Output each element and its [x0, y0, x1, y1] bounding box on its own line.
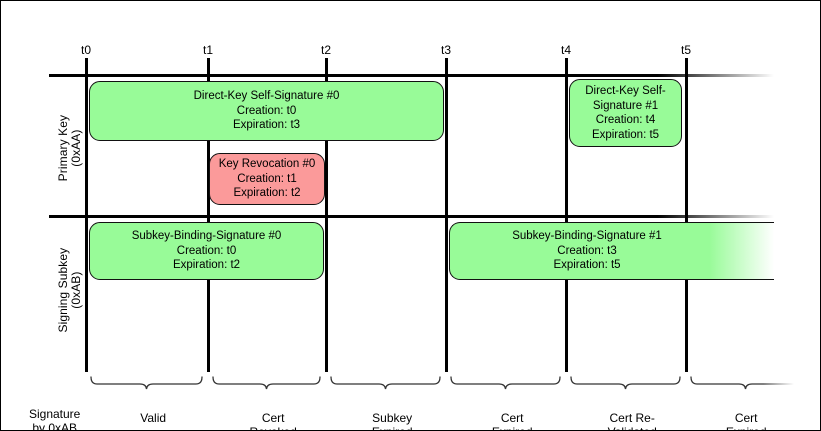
- signature-box-expiration: Expiration: t5: [553, 259, 621, 272]
- tick-label-t0: t0: [80, 43, 91, 57]
- row-label-signing-subkey-line2: (0xAB): [69, 271, 83, 309]
- signature-box-subkey-binding-signature-0[interactable]: Subkey-Binding-Signature #0 Creation: t0…: [89, 222, 324, 280]
- tick-line-t0: [85, 58, 88, 372]
- legend-label-cert-revalidated: Cert Re- Validated: [570, 397, 681, 430]
- signature-box-creation: Creation: t1: [237, 172, 297, 185]
- row-label-primary-key-line2: (0xAA): [69, 129, 83, 167]
- legend-bracket-cert-revoked: [212, 376, 321, 390]
- legend-label-valid: Valid: [90, 397, 203, 430]
- tick-line-t3: [445, 58, 448, 372]
- signature-box-title: Direct-Key Self-Signature #0: [193, 90, 340, 103]
- tick-line-t4: [565, 58, 568, 372]
- legend-label-cert-revoked: Cert Revoked: [212, 397, 321, 430]
- legend-label-line1: Valid: [140, 411, 167, 425]
- row-label-signing-subkey-line1: Signing Subkey: [56, 247, 70, 333]
- legend-bracket-valid: [90, 376, 203, 390]
- legend-label-cert-expired-1: Cert Expired: [450, 397, 561, 430]
- tick-label-t2: t2: [320, 43, 331, 57]
- signature-box-creation: Creation: t4: [595, 114, 656, 126]
- legend-label-line1: Subkey: [372, 411, 413, 425]
- row-label-primary-key-line1: Primary Key: [56, 114, 70, 182]
- signature-box-expiration: Expiration: t2: [233, 187, 301, 200]
- legend-label-line1: Cert: [734, 411, 758, 425]
- signature-box-title-line2: Signature #1: [592, 99, 659, 112]
- tick-label-t3: t3: [440, 43, 451, 57]
- legend-title-line1: Signature: [28, 407, 81, 421]
- tick-label-t1: t1: [202, 43, 213, 57]
- signature-box-creation: Creation: t0: [236, 104, 297, 117]
- legend-label-line2: Expired: [726, 425, 767, 430]
- signature-box-creation: Creation: t3: [557, 244, 617, 257]
- signature-box-expiration: Expiration: t3: [232, 119, 301, 132]
- tick-label-t5: t5: [680, 43, 691, 57]
- legend-bracket-cert-expired-1: [450, 376, 561, 390]
- legend-label-line2: Expired: [492, 425, 533, 430]
- signature-box-title-line1: Direct-Key Self-: [585, 85, 666, 97]
- legend-label-subkey-expired: Subkey Expired: [330, 397, 441, 430]
- signature-box-expiration: Expiration: t2: [172, 259, 241, 272]
- signature-box-title: Subkey-Binding-Signature #1: [512, 230, 662, 243]
- signature-box-direct-key-self-signature-0[interactable]: Direct-Key Self-Signature #0 Creation: t…: [89, 81, 444, 141]
- signature-box-title: Subkey-Binding-Signature #0: [131, 230, 282, 243]
- primary-key-axis-line: [49, 74, 774, 77]
- signature-box-key-revocation-0[interactable]: Key Revocation #0 Creation: t1 Expiratio…: [209, 153, 325, 205]
- legend-label-line1: Cert Re-: [609, 411, 655, 425]
- signature-box-title: Key Revocation #0: [218, 158, 316, 171]
- tick-line-t5: [685, 58, 688, 372]
- signature-box-creation: Creation: t0: [176, 244, 237, 257]
- signature-box-expiration: Expiration: t5: [591, 128, 660, 141]
- legend-label-line2: Validated: [608, 425, 657, 430]
- legend-label-line2: Expired: [372, 425, 413, 430]
- legend-title: Signature by 0xAB: [9, 393, 87, 431]
- legend-bracket-subkey-expired: [330, 376, 441, 390]
- signature-box-direct-key-self-signature-1[interactable]: Direct-Key Self- Signature #1 Creation: …: [569, 79, 682, 147]
- legend-label-line2: Revoked: [249, 425, 296, 430]
- signing-subkey-axis-line: [49, 215, 774, 218]
- legend-bracket-cert-expired-2: [690, 376, 801, 390]
- legend-label-cert-expired-2: Cert Expired: [684, 397, 795, 430]
- tick-label-t4: t4: [560, 43, 571, 57]
- signature-box-subkey-binding-signature-1[interactable]: Subkey-Binding-Signature #1 Creation: t3…: [449, 222, 774, 280]
- tick-line-t1: [207, 58, 210, 372]
- legend-label-line1: Cert: [261, 411, 285, 425]
- legend-label-line1: Cert: [500, 411, 524, 425]
- legend-title-line2: by 0xAB: [32, 421, 78, 431]
- legend-bracket-cert-revalidated: [570, 376, 681, 390]
- tick-line-t2: [325, 58, 328, 372]
